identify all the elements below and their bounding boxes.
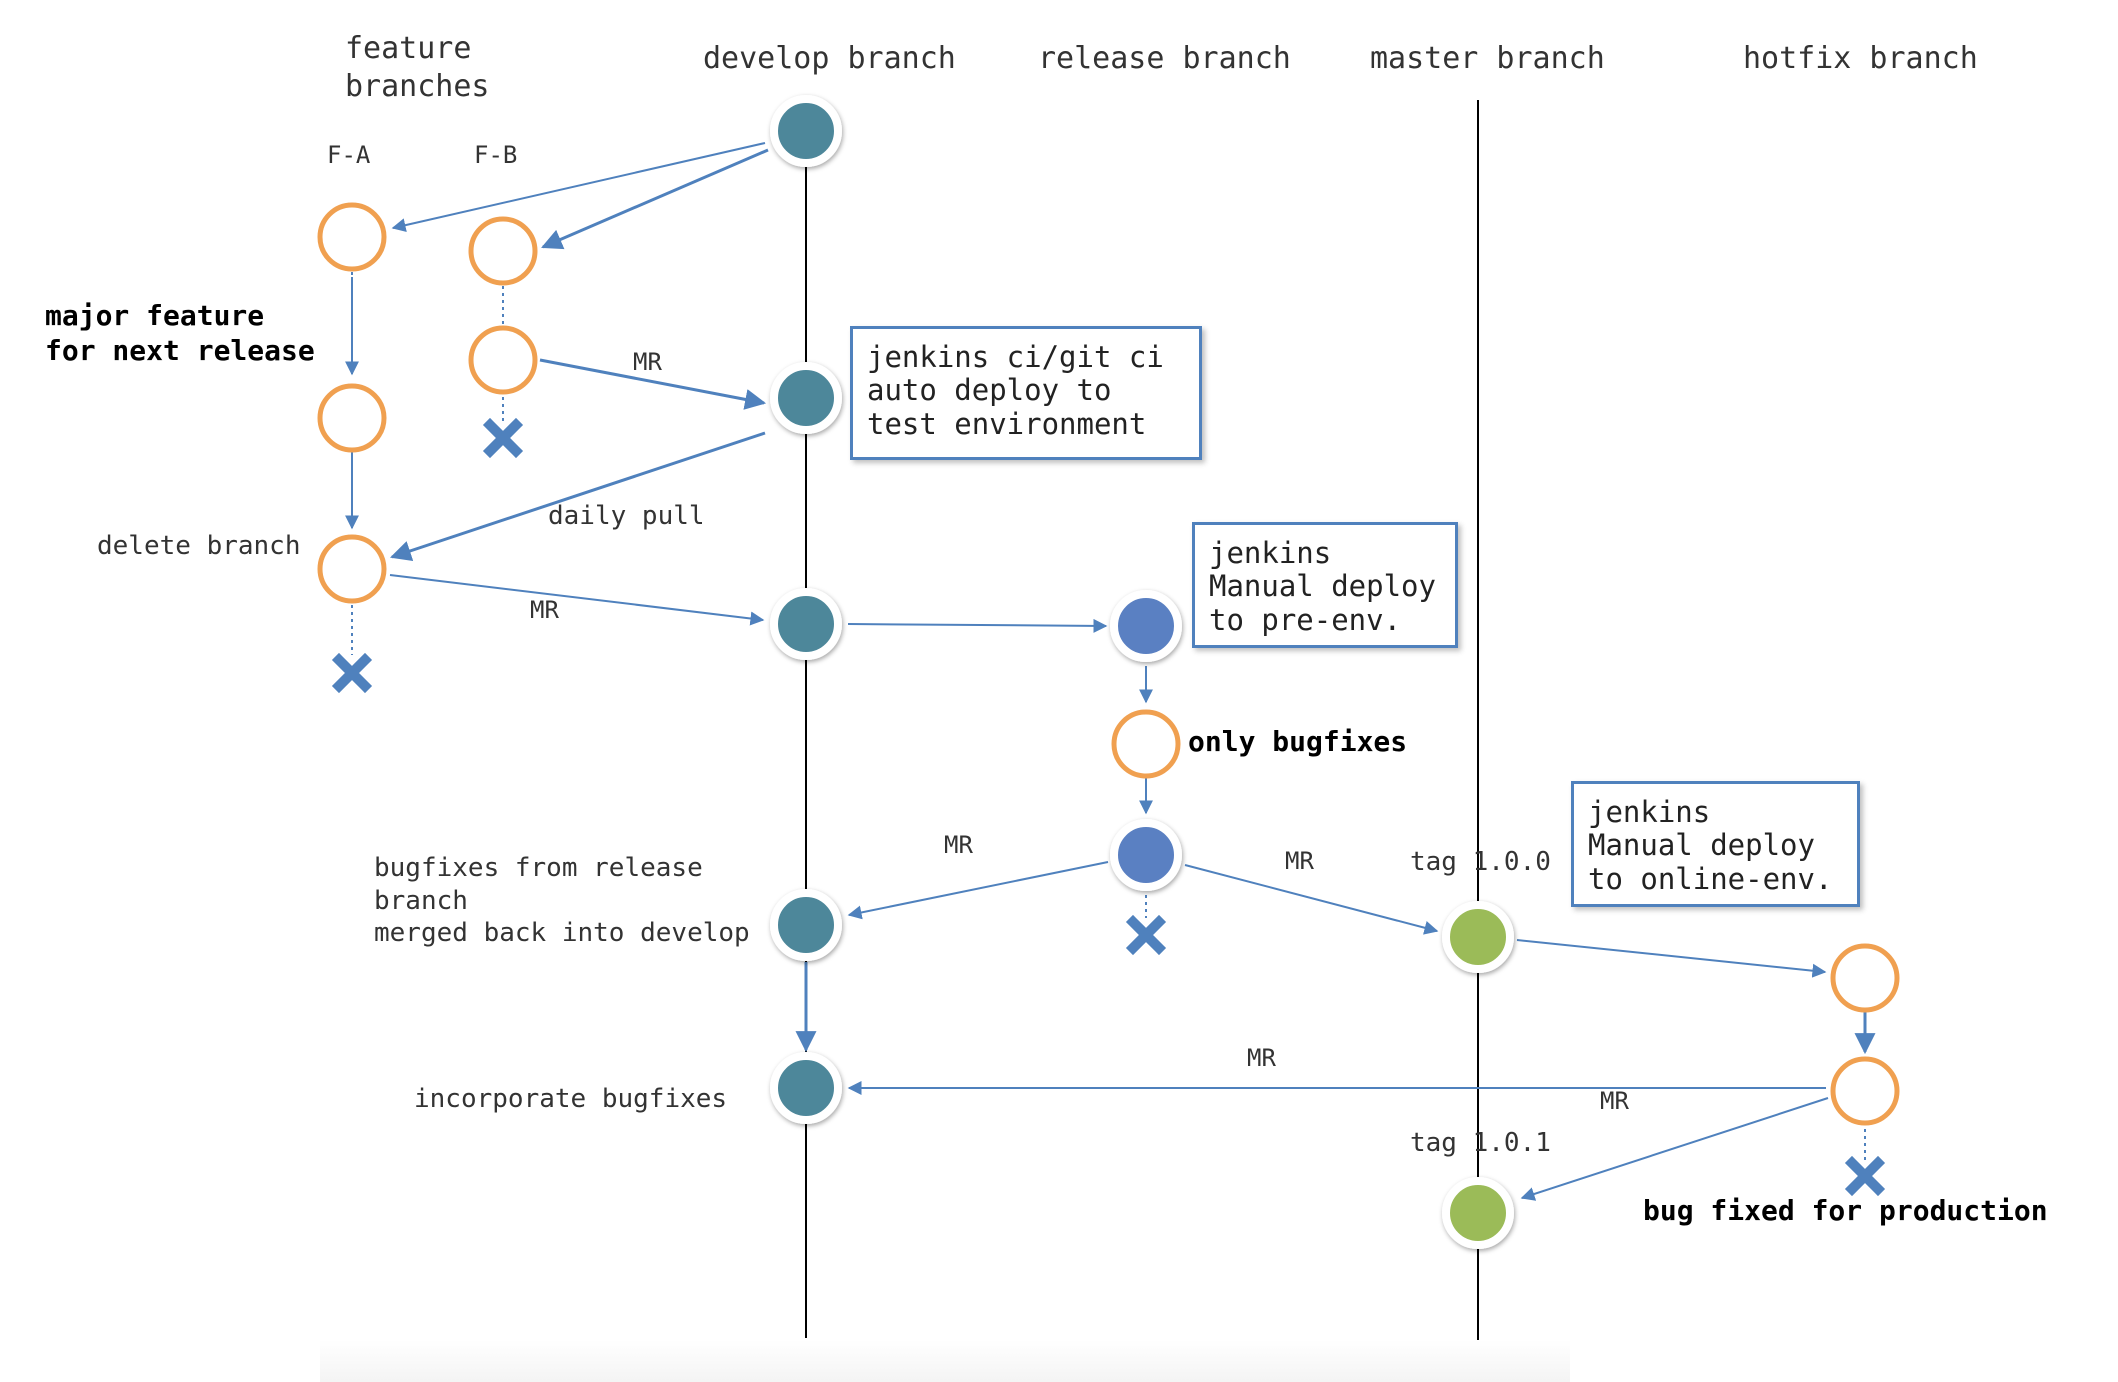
edge-label-mr-hotfix-master: MR: [1600, 1087, 1629, 1115]
arrow-daily-pull: [390, 431, 766, 562]
callout-ci-line-2: auto deploy to: [867, 373, 1112, 408]
callout-online-env-deploy: jenkins Manual deploy to online-env.: [1571, 781, 1860, 907]
edge-label-mr-hotfix-develop: MR: [1247, 1044, 1276, 1072]
annotation-bug-fixed-production: bug fixed for production: [1643, 1194, 2048, 1227]
edge-label-mr-release-develop: MR: [944, 831, 973, 859]
annotation-bugfixes-merged-back: bugfixes from release branch merged back…: [374, 853, 750, 948]
header-feature-branches: feature branches: [345, 31, 490, 104]
develop-node-release-cut: [770, 588, 842, 660]
branch-label-fb: F-B: [474, 141, 518, 169]
header-master-branch: master branch: [1370, 41, 1605, 76]
callout-ci-line-1: jenkins ci/git ci: [867, 340, 1164, 374]
feature-b-node-1: [468, 216, 538, 286]
tag-label-1-0-0: tag 1.0.0: [1410, 847, 1551, 877]
master-node-tag-1-0-0: [1442, 901, 1514, 973]
release-node-final: [1110, 819, 1182, 891]
callout-pre-line-3: to pre-env.: [1209, 602, 1402, 637]
annotation-delete-branch: delete branch: [97, 531, 301, 561]
callout-online-line-3: to online-env.: [1588, 861, 1833, 896]
edge-label-mr-fb: MR: [633, 348, 662, 376]
release-node-bugfix: [1111, 709, 1181, 779]
callout-ci-line-3: test environment: [867, 406, 1147, 441]
fa-delete-icon: [331, 652, 373, 694]
hotfix-delete-icon: [1844, 1155, 1886, 1197]
callout-pre-line-1: jenkins: [1209, 536, 1332, 570]
header-hotfix-branch: hotfix branch: [1743, 41, 1978, 76]
annotation-incorporate-bugfixes: incorporate bugfixes: [414, 1084, 728, 1114]
feature-b-node-2: [468, 325, 538, 395]
arrow-develop-to-fa: [391, 142, 766, 233]
arrow-fa-mr-develop: [389, 574, 765, 626]
hotfix-node-2: [1830, 1056, 1900, 1126]
callout-ci-auto-deploy: jenkins ci/git ci auto deploy to test en…: [850, 326, 1202, 460]
release-delete-icon: [1125, 914, 1167, 956]
bottom-shadow: [320, 1340, 1570, 1382]
arrow-fb-mr-develop: [539, 358, 767, 410]
callout-online-line-2: Manual deploy: [1588, 828, 1815, 863]
arrow-develop-to-release: [847, 618, 1108, 633]
edge-label-mr-release-master: MR: [1285, 847, 1314, 875]
callout-pre-env-deploy: jenkins Manual deploy to pre-env.: [1192, 522, 1458, 648]
develop-node-incorporate: [770, 1052, 842, 1124]
feature-a-node-1: [317, 202, 387, 272]
tag-label-1-0-1: tag 1.0.1: [1410, 1128, 1551, 1158]
arrow-release-mr-master: [1184, 864, 1439, 935]
edge-label-daily-pull: daily pull: [548, 501, 705, 531]
feature-a-node-2: [317, 383, 387, 453]
develop-node-start: [770, 95, 842, 167]
hotfix-node-1: [1830, 943, 1900, 1013]
callout-online-line-1: jenkins: [1588, 795, 1711, 829]
annotation-major-feature: major feature for next release: [45, 299, 315, 367]
edge-label-mr-fa: MR: [530, 596, 559, 624]
arrow-hotfix-mr-master: [1520, 1097, 1829, 1201]
arrow-release-mr-develop: [847, 861, 1109, 920]
header-release-branch: release branch: [1038, 41, 1291, 76]
branch-label-fa: F-A: [327, 141, 371, 169]
fb-delete-icon: [482, 417, 524, 459]
annotation-only-bugfixes: only bugfixes: [1188, 725, 1408, 758]
release-node-start: [1110, 590, 1182, 662]
callout-pre-line-2: Manual deploy: [1209, 569, 1436, 604]
develop-node-ci: [770, 362, 842, 434]
master-node-tag-1-0-1: [1442, 1177, 1514, 1249]
arrow-develop-to-fb: [541, 148, 769, 250]
feature-a-node-3: [317, 534, 387, 604]
header-develop-branch: develop branch: [703, 41, 956, 76]
develop-node-bugfix-merge: [770, 889, 842, 961]
arrow-master-to-hotfix: [1516, 939, 1827, 978]
